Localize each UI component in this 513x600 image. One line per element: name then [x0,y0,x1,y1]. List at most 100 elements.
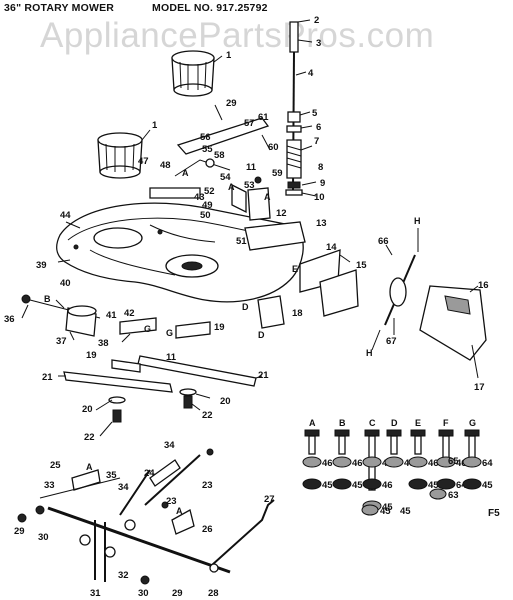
lift-rod-assembly [285,21,303,196]
bolt-head [464,429,480,437]
label-34: 34 [118,482,129,493]
hardware-grid: A4645B4645C454645D45E4645F4664G64456345 [302,418,493,517]
bolt-head [438,429,454,437]
label-54: 54 [220,172,231,183]
label-4: 4 [308,68,314,79]
label-64: 64 [456,480,467,491]
label-20: 20 [82,404,93,415]
label-40: 40 [60,278,71,289]
label-65: 65 [448,456,459,467]
leader-lines [21,19,479,437]
label-35: 35 [106,470,117,481]
label-14: 14 [326,242,337,253]
label-30: 30 [38,532,49,543]
label-58: 58 [214,150,225,161]
label-49: 49 [202,200,213,211]
nut [384,456,404,468]
label-38: 38 [98,338,109,349]
bolt-head [364,429,380,437]
pulley-left [97,132,143,179]
label-41: 41 [106,310,117,321]
letter-d: D [258,330,265,340]
label-46: 46 [428,458,439,469]
label-10: 10 [314,192,325,203]
pulley-upper [171,50,215,97]
letter-a: A [309,418,316,428]
label-31: 31 [90,588,101,599]
label-34: 34 [164,440,175,451]
label-43: 43 [194,192,205,203]
label-29: 29 [226,98,237,109]
letter-a: A [264,192,271,202]
letter-c: C [369,418,376,428]
diagram-title: 36" ROTARY MOWER [4,2,115,14]
blades [63,355,257,423]
nut [408,478,428,490]
label-21: 21 [42,372,53,383]
mower-deck [56,202,304,303]
label-8: 8 [318,162,323,173]
label-45: 45 [400,506,411,517]
bolt-shank [468,435,476,459]
bolt-shank [414,435,422,455]
label-33: 33 [44,480,55,491]
idler-bracket [149,104,306,251]
label-24: 24 [144,468,155,479]
bolt-head [304,429,320,437]
bolt-head [410,429,426,437]
letter-g: G [144,324,151,334]
belt-guard [257,249,487,361]
label-28: 28 [208,588,219,599]
label-17: 17 [474,382,485,393]
label-64: 64 [482,458,493,469]
bolt-head [334,429,350,437]
label-19: 19 [86,350,97,361]
letter-a: A [228,182,235,192]
label-2: 2 [314,15,319,26]
letter-d: D [391,418,398,428]
letter-b: B [339,418,346,428]
model-number: MODEL NO. 917.25792 [152,2,268,14]
label-55: 55 [202,144,213,155]
label-42: 42 [124,308,135,319]
watermark: AppliancePartsPros.com [40,16,435,55]
bolt-shank [308,435,316,455]
label-45: 45 [428,480,439,491]
nut [462,478,482,490]
nut [462,456,482,468]
label-63: 63 [448,490,459,501]
label-27: 27 [264,494,275,505]
label-23: 23 [202,480,213,491]
label-29: 29 [14,526,25,537]
nut [302,456,322,468]
label-11: 11 [166,352,177,363]
hardware-letter-labels: A A A B D D E G G H H A A [44,168,421,516]
letter-g: G [469,418,476,428]
label-18: 18 [292,308,303,319]
label-1: 1 [152,120,158,131]
label-32: 32 [118,570,129,581]
label-9: 9 [320,178,325,189]
label-57: 57 [244,118,255,129]
label-13: 13 [316,218,327,229]
nut [332,478,352,490]
label-7: 7 [314,136,319,147]
label-22: 22 [202,410,213,421]
label-56: 56 [200,132,211,143]
label-50: 50 [200,210,211,221]
figure-code: F5 [488,508,500,519]
label-61: 61 [258,112,269,123]
label-26: 26 [202,524,213,535]
letter-a: A [86,462,93,472]
bolt-head [386,429,402,437]
label-52: 52 [204,186,215,197]
letter-b: B [44,294,51,304]
label-46: 46 [456,458,467,469]
label-22: 22 [84,432,95,443]
label-45: 45 [482,480,493,491]
letter-g: G [166,328,173,338]
label-23: 23 [166,496,177,507]
blade-adapter [21,294,211,339]
